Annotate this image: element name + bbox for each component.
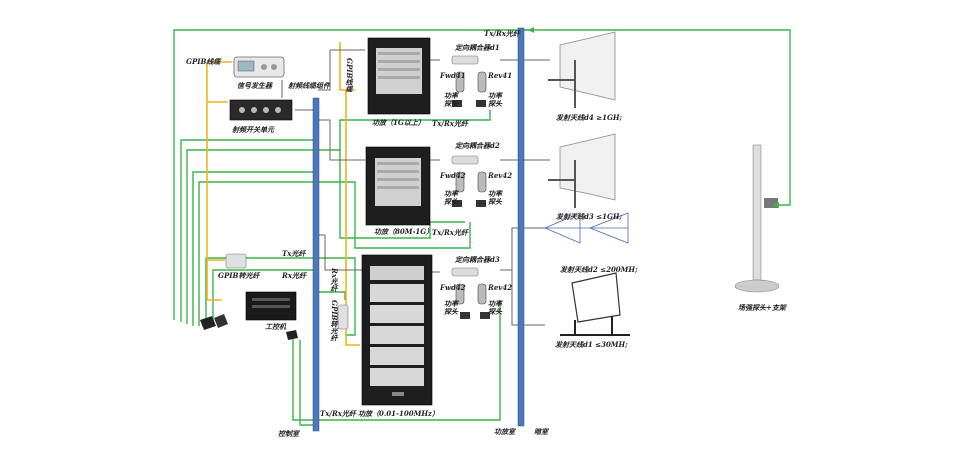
arrow-to-topline: [528, 27, 534, 33]
label-rx-fiber-vertical: Rx光纤: [330, 268, 339, 292]
label-rf-switch-unit: 射频开关单元: [232, 125, 274, 134]
label-coupler-2: 定向耦合器d2: [455, 141, 500, 150]
label-txrx-fiber-bottom: Tx/Rx光纤: [320, 409, 356, 418]
label-amplifier-3: 功放（0.01-100MHz）: [358, 409, 439, 418]
label-dark-room: 暗室: [534, 427, 548, 436]
industrial-pc: [200, 291, 298, 340]
label-rev-2: Rev42: [488, 171, 513, 180]
label-power-probe-2a: 功率探头: [444, 189, 458, 206]
label-coupler-1: 定向耦合器d1: [455, 43, 500, 52]
amplifier-3-rack: [361, 254, 433, 406]
label-fwd-3: Fwd42: [440, 283, 466, 292]
label-antenna-2: 发射天线d2 ≤200MH;: [560, 265, 638, 274]
horn-antenna-4: [548, 31, 616, 108]
label-power-probe-3b: 功率探头: [488, 299, 502, 316]
coupler-group-1: [451, 55, 487, 107]
label-power-probe-1a: 功率探头: [444, 91, 458, 108]
coupler-group-2: [451, 155, 487, 207]
label-txrx-fiber-1: Tx/Rx光纤: [432, 119, 468, 128]
label-fwd-2: Fwd42: [440, 171, 466, 180]
label-gpib-to-fiber: GPIB转光纤: [218, 271, 260, 280]
label-gpib-cable-vertical: GPIB线缆: [345, 58, 354, 93]
coupler-group-3: [451, 267, 490, 319]
label-antenna-1: 发射天线d1 ≤30MH;: [555, 340, 628, 349]
label-field-probe: 场强探头+支架: [738, 303, 786, 312]
rf-switch-unit: [229, 99, 293, 121]
label-fwd-1: Fwd41: [440, 71, 466, 80]
label-rf-cable-assembly: 射频线缆组件: [288, 81, 330, 90]
label-antenna-4: 发射天线d4 ≥1GH;: [556, 113, 623, 122]
label-rx-fiber: Rx光纤: [282, 271, 306, 280]
horn-antenna-3: [548, 133, 616, 208]
label-tx-fiber: Tx光纤: [282, 249, 306, 258]
label-txrx-fiber-2: Tx/Rx光纤: [432, 228, 468, 237]
label-antenna-3: 发射天线d3 ≤1GH;: [556, 212, 623, 221]
field-probe-stand: [734, 144, 780, 293]
biconical-antenna-2: [543, 212, 629, 244]
label-gpib-cable: GPIB线缆: [186, 57, 221, 66]
amplifier-2: [365, 146, 431, 226]
label-control-room: 控制室: [278, 429, 299, 438]
label-amplifier-2: 功放（80M-1G）: [374, 227, 434, 236]
arrow-to-field-probe: [773, 202, 779, 208]
yellow-lines: [206, 42, 360, 346]
signal-generator: [233, 56, 285, 78]
label-txrx-fiber-top: Tx/Rx光纤: [484, 29, 520, 38]
green-lines: [173, 29, 791, 426]
gpib-fiber-converter: [225, 253, 349, 330]
amplifier-1: [367, 37, 431, 115]
gray-lines: [281, 49, 550, 326]
control-room-wall: [312, 97, 320, 432]
dark-room-wall: [517, 27, 525, 427]
label-signal-generator: 信号发生器: [237, 81, 272, 90]
label-amp-room: 功放室: [494, 427, 515, 436]
label-rev-3: Rev42: [488, 283, 513, 292]
label-power-probe-1b: 功率探头: [488, 91, 502, 108]
label-amplifier-1: 功放（1G以上）: [372, 118, 425, 127]
label-rev-1: Rev41: [488, 71, 513, 80]
loop-antenna-1: [560, 272, 630, 336]
label-power-probe-2b: 功率探头: [488, 189, 502, 206]
label-coupler-3: 定向耦合器d3: [455, 255, 500, 264]
label-power-probe-3a: 功率探头: [444, 299, 458, 316]
label-ipc: 工控机: [265, 322, 286, 331]
label-gpib-to-fiber-vertical: GPIB转光纤: [330, 300, 339, 342]
